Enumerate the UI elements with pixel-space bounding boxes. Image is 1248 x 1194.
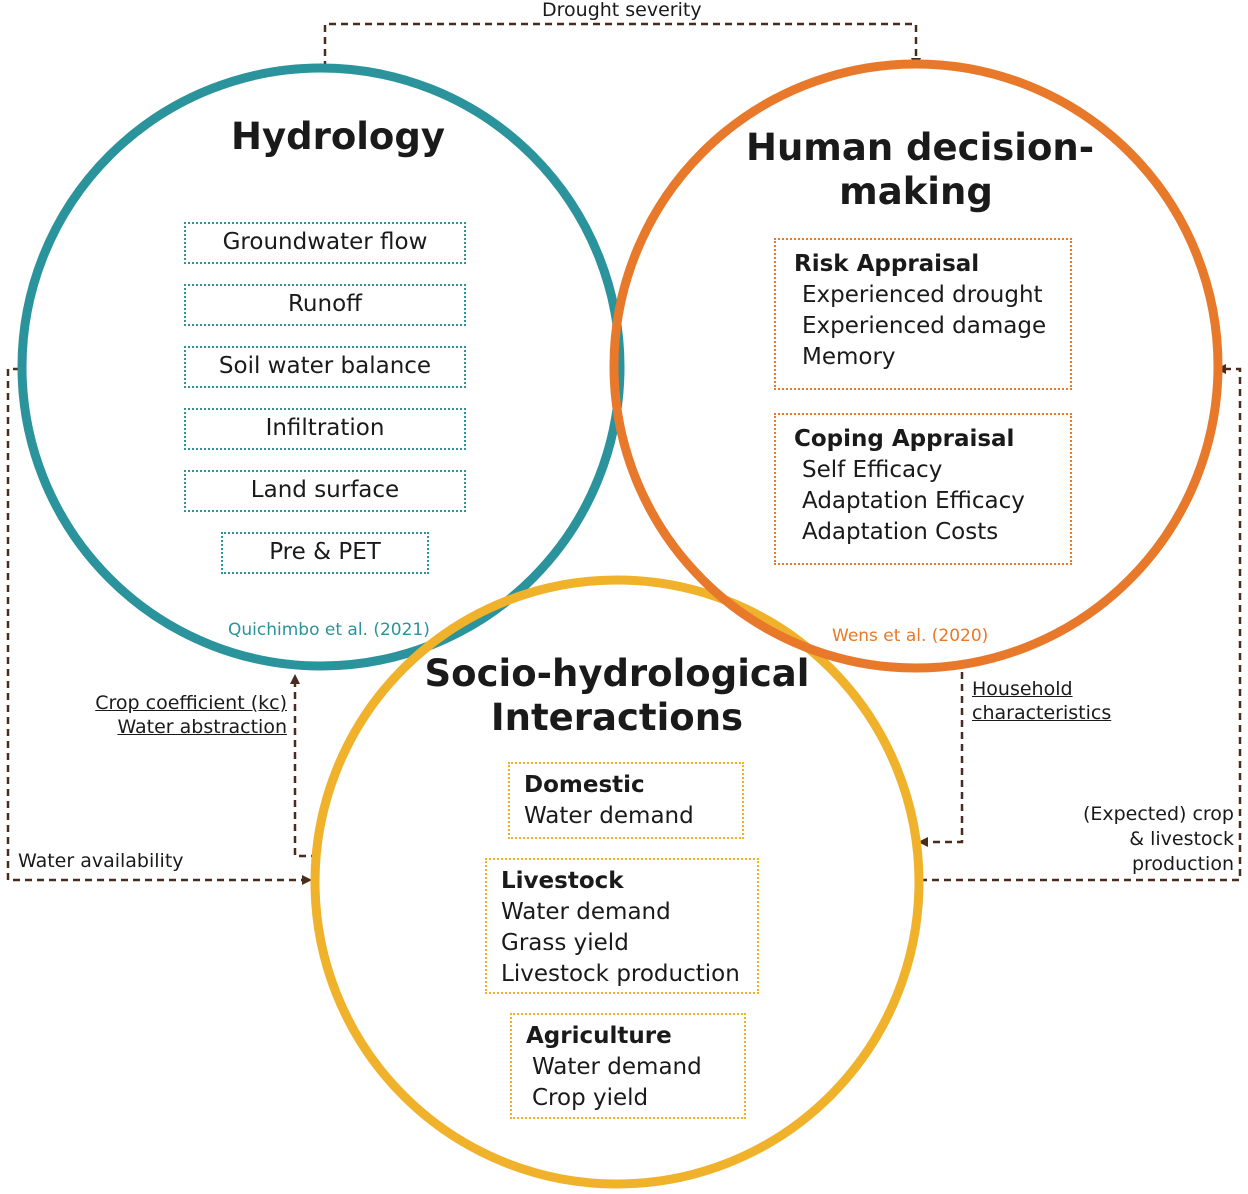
human-reference: Wens et al. (2020) [832, 626, 989, 646]
livestock-item: Livestock production [501, 961, 740, 987]
expected-production-line2: & livestock [1129, 828, 1234, 850]
coping-appraisal-item: Adaptation Efficacy [802, 488, 1025, 514]
coping-appraisal-box: Coping Appraisal Self Efficacy Adaptatio… [774, 413, 1072, 565]
coping-appraisal-heading: Coping Appraisal [794, 426, 1015, 452]
coping-appraisal-item: Self Efficacy [802, 457, 943, 483]
hydrology-item: Infiltration [184, 408, 466, 450]
hydrology-circle [17, 63, 625, 671]
domestic-heading: Domestic [524, 772, 645, 798]
livestock-item: Water demand [501, 899, 671, 925]
livestock-heading: Livestock [501, 868, 624, 894]
agriculture-item: Crop yield [532, 1085, 649, 1111]
socio-title-line2: Interactions [490, 696, 744, 739]
human-title-line1: Human decision- [746, 126, 1095, 169]
household-label-line1: Household [972, 678, 1073, 700]
hydrology-item: Land surface [184, 470, 466, 512]
water-availability-label: Water availability [18, 850, 184, 872]
risk-appraisal-box: Risk Appraisal Experienced drought Exper… [774, 238, 1072, 390]
household-label-line2: characteristics [972, 702, 1112, 724]
livestock-box: Livestock Water demand Grass yield Lives… [485, 858, 759, 994]
crop-coefficient-label: Crop coefficient (kc) [95, 692, 287, 714]
water-availability-arrow [6, 367, 312, 885]
household-characteristics-arrow [918, 672, 964, 847]
crop-coefficient-arrow [290, 674, 318, 858]
expected-production-line3: production [1131, 853, 1234, 875]
human-decision-circle [609, 59, 1223, 673]
risk-appraisal-item: Experienced drought [802, 282, 1043, 308]
socio-title: Socio-hydrological Interactions [417, 652, 817, 740]
expected-production-arrow [920, 364, 1242, 882]
drought-severity-arrow [323, 22, 921, 68]
livestock-item: Grass yield [501, 930, 629, 956]
domestic-item: Water demand [524, 803, 694, 829]
agriculture-item: Water demand [532, 1054, 702, 1080]
hydrology-item: Pre & PET [221, 532, 429, 574]
hydrology-item: Groundwater flow [184, 222, 466, 264]
water-abstraction-label: Water abstraction [117, 716, 287, 738]
human-title: Human decision- making [746, 126, 1095, 214]
risk-appraisal-heading: Risk Appraisal [794, 251, 980, 277]
hydrology-title: Hydrology [231, 115, 445, 158]
socio-title-line1: Socio-hydrological [424, 652, 810, 695]
expected-production-line1: (Expected) crop [1082, 803, 1234, 825]
risk-appraisal-item: Memory [802, 344, 896, 370]
drought-severity-label: Drought severity [540, 0, 704, 21]
agriculture-box: Agriculture Water demand Crop yield [510, 1013, 746, 1119]
agriculture-heading: Agriculture [526, 1023, 672, 1049]
hydrology-reference: Quichimbo et al. (2021) [228, 620, 430, 640]
socio-hydrological-circle [310, 575, 924, 1189]
coping-appraisal-item: Adaptation Costs [802, 519, 999, 545]
human-title-line2: making [839, 170, 993, 213]
hydrology-item: Runoff [184, 284, 466, 326]
risk-appraisal-item: Experienced damage [802, 313, 1047, 339]
domestic-box: Domestic Water demand [508, 762, 744, 839]
hydrology-item: Soil water balance [184, 346, 466, 388]
